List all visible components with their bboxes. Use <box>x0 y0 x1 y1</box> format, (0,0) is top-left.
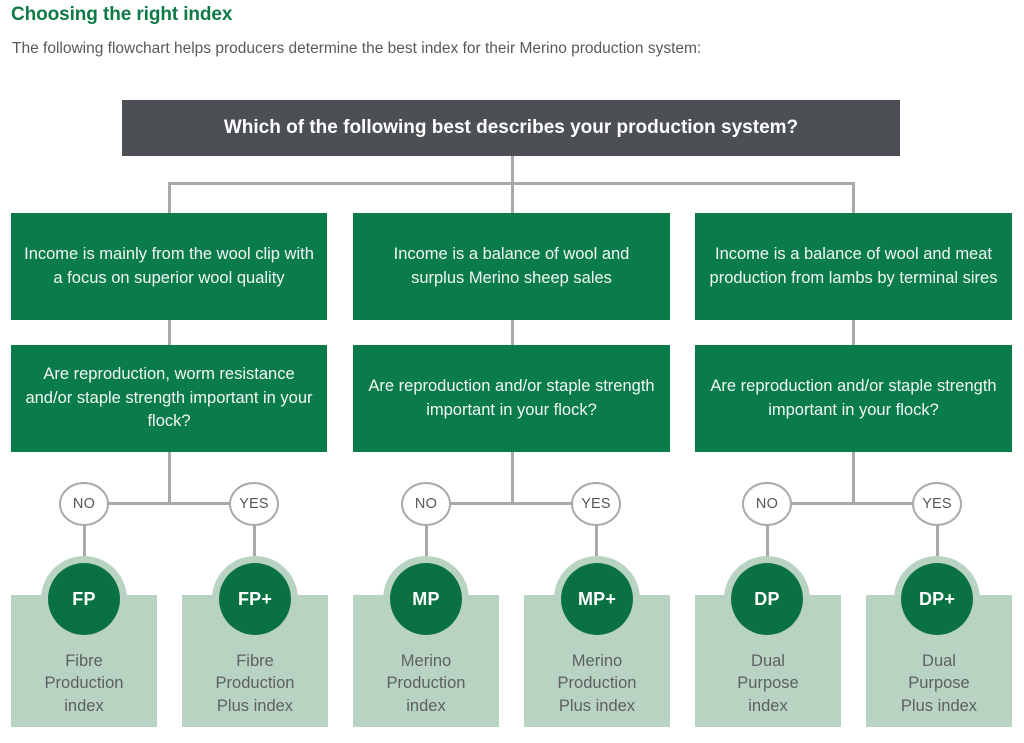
index-card-fp-name: Fibre Production index <box>44 652 124 715</box>
answer-label-col1-yes: YES <box>239 496 269 512</box>
connector-col3-yes-drop <box>936 502 939 602</box>
connector-col3-question-stem <box>852 452 855 502</box>
connector-col2-yes-drop <box>595 502 598 602</box>
connector-root-stem <box>511 156 514 184</box>
question-text-col2: Are reproduction and/or staple strength … <box>368 376 655 419</box>
connector-col3-system-to-question <box>852 320 855 345</box>
index-disc-fp[interactable]: FP <box>48 563 120 635</box>
connector-col1-no-drop <box>83 502 86 602</box>
connector-root-to-col2 <box>511 182 514 214</box>
question-text-col1: Are reproduction, worm resistance and/or… <box>25 364 313 431</box>
question-box-col1: Are reproduction, worm resistance and/or… <box>11 345 327 452</box>
system-box-col1: Income is mainly from the wool clip with… <box>11 213 327 320</box>
connector-col2-question-stem <box>511 452 514 502</box>
index-card-dp-plus-name: Dual Purpose Plus index <box>900 652 978 715</box>
index-code-dp: DP <box>754 588 780 609</box>
index-card-dp-name: Dual Purpose index <box>737 652 799 715</box>
index-disc-dp-plus[interactable]: DP+ <box>901 563 973 635</box>
connector-col3-no-drop <box>766 502 769 602</box>
connector-col1-question-stem <box>168 452 171 502</box>
answer-label-col3-yes: YES <box>922 496 952 512</box>
index-code-fp-plus: FP+ <box>237 588 273 609</box>
index-code-mp-plus: MP+ <box>577 588 617 609</box>
answer-label-col3-no: NO <box>755 496 779 512</box>
connector-col3-branch-bus <box>766 502 938 505</box>
system-text-col3: Income is a balance of wool and meat pro… <box>709 244 998 287</box>
connector-root-to-col1 <box>168 182 171 214</box>
page-title: Choosing the right index <box>11 4 233 25</box>
answer-bubble-col1-no[interactable]: NO <box>59 482 109 526</box>
answer-bubble-col2-yes[interactable]: YES <box>571 482 621 526</box>
index-card-mp-plus-name: Merino Production Plus index <box>557 652 637 715</box>
connector-col2-system-to-question <box>511 320 514 345</box>
system-box-col3: Income is a balance of wool and meat pro… <box>695 213 1012 320</box>
connector-root-to-col3 <box>852 182 855 214</box>
system-text-col2: Income is a balance of wool and surplus … <box>393 244 630 287</box>
question-box-col2: Are reproduction and/or staple strength … <box>353 345 670 452</box>
page-subtitle: The following flowchart helps producers … <box>12 40 702 57</box>
answer-label-col1-no: NO <box>72 496 96 512</box>
answer-bubble-col3-yes[interactable]: YES <box>912 482 962 526</box>
connector-col2-no-drop <box>425 502 428 602</box>
connector-col1-yes-drop <box>253 502 256 602</box>
index-card-mp-name: Merino Production index <box>386 652 466 715</box>
index-code-mp: MP <box>412 588 440 609</box>
answer-bubble-col2-no[interactable]: NO <box>401 482 451 526</box>
index-disc-dp[interactable]: DP <box>731 563 803 635</box>
index-disc-mp[interactable]: MP <box>390 563 462 635</box>
answer-bubble-col1-yes[interactable]: YES <box>229 482 279 526</box>
index-disc-fp-plus[interactable]: FP+ <box>219 563 291 635</box>
index-code-fp: FP <box>72 588 96 609</box>
answer-label-col2-no: NO <box>414 496 438 512</box>
system-text-col1: Income is mainly from the wool clip with… <box>24 244 314 287</box>
question-box-col3: Are reproduction and/or staple strength … <box>695 345 1012 452</box>
connector-col1-branch-bus <box>83 502 255 505</box>
root-question-text: Which of the following best describes yo… <box>223 116 799 138</box>
index-disc-mp-plus[interactable]: MP+ <box>561 563 633 635</box>
connector-col1-system-to-question <box>168 320 171 345</box>
connector-col2-branch-bus <box>425 502 597 505</box>
question-text-col3: Are reproduction and/or staple strength … <box>710 376 997 419</box>
answer-label-col2-yes: YES <box>581 496 611 512</box>
index-code-dp-plus: DP+ <box>918 588 956 609</box>
answer-bubble-col3-no[interactable]: NO <box>742 482 792 526</box>
system-box-col2: Income is a balance of wool and surplus … <box>353 213 670 320</box>
root-question-box: Which of the following best describes yo… <box>122 100 900 156</box>
index-card-fp-plus-name: Fibre Production Plus index <box>215 652 295 715</box>
